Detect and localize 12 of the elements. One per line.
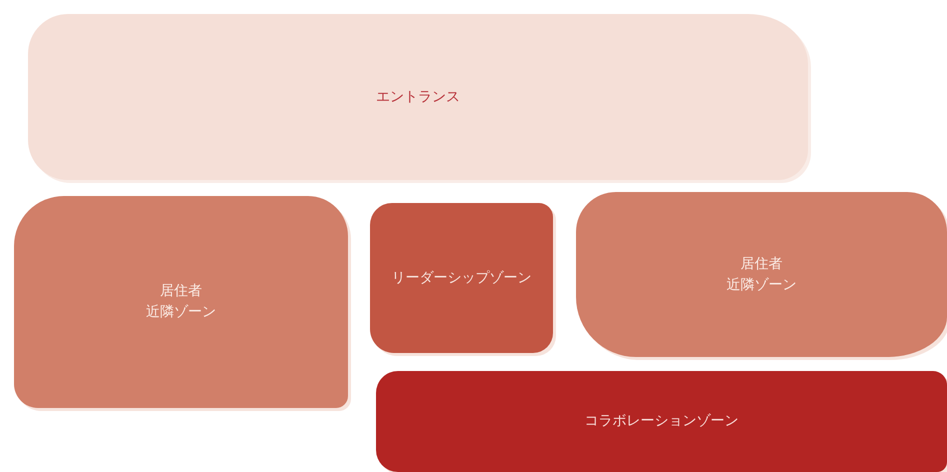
zone-label: エントランス: [376, 88, 460, 106]
zone-block: [14, 196, 348, 408]
zone-block: [28, 14, 808, 180]
zone-block: [370, 203, 553, 353]
zone-label: 居住者: [740, 254, 782, 274]
zone-block: [576, 192, 947, 357]
zone-label: リーダーシップゾーン: [392, 268, 532, 288]
zone-label: 近隣ゾーン: [146, 303, 216, 322]
zone-block: [376, 371, 947, 472]
zone-label: コラボレーションゾーン: [584, 412, 738, 431]
zone-label: 近隣ゾーン: [726, 276, 796, 294]
zone-label: 居住者: [160, 282, 202, 301]
